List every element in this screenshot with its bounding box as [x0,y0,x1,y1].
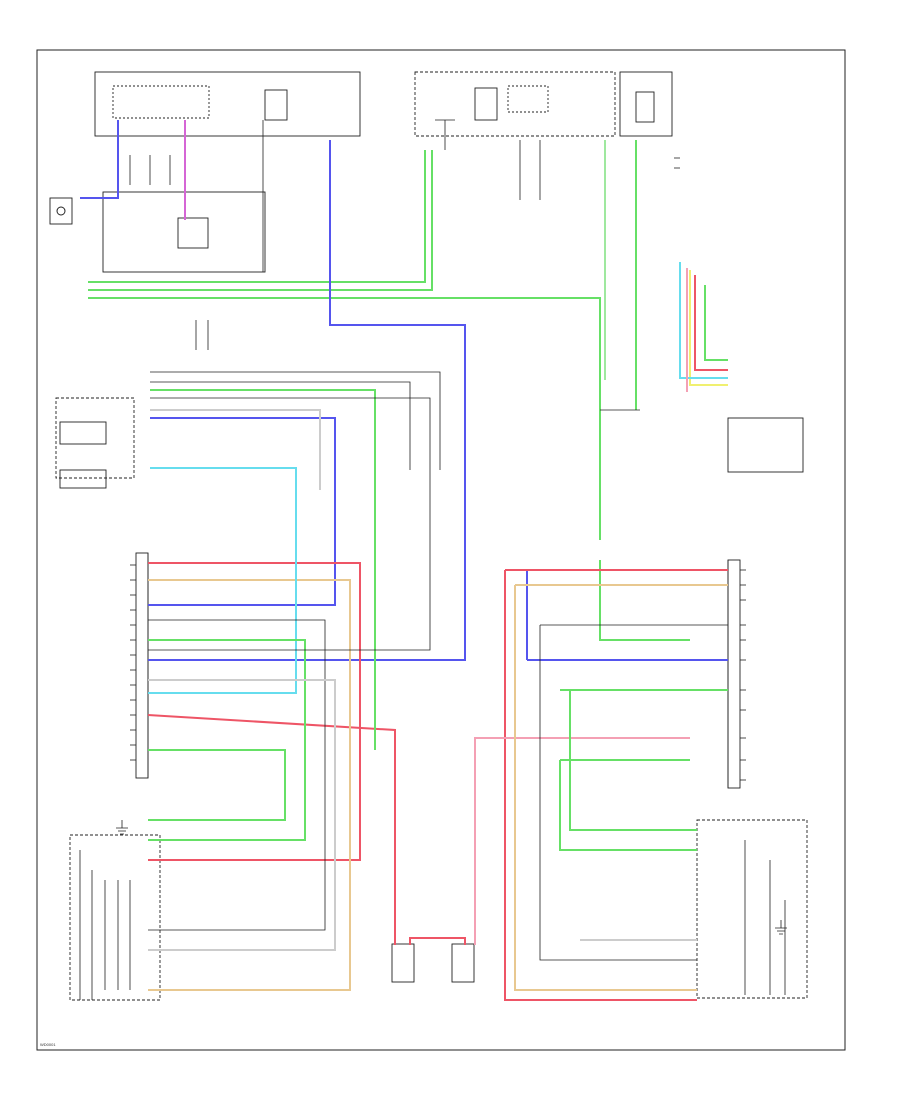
door-lock-switch [49,197,73,225]
master-switch-box [55,397,135,489]
fuse-block-top-right [619,71,673,137]
left-motor-assembly [69,834,161,1001]
wire-gray [148,409,697,951]
wire-cyan [148,262,728,694]
wire-green-left [148,140,728,851]
junction-block-top-middle [414,71,616,137]
ground-symbol-right [775,920,787,935]
wire-right-harness [686,268,728,392]
diagram-border [36,49,846,1051]
bottom-connector-right [451,943,475,983]
wire-green-trunk [88,140,690,641]
power-window-switch-right [727,417,804,473]
legend-notes [674,157,680,169]
bottom-connector-left [391,943,415,983]
right-regulator-module [727,559,741,789]
pin-ticks-left-module [130,564,136,761]
ground-symbol-left [116,820,128,835]
figure-id: WD0001 [40,1042,56,1047]
pin-ticks-right-module [740,569,746,781]
left-regulator-module [135,552,149,779]
wire-black [129,119,728,961]
junction-block-top-left [94,71,361,137]
right-motor-assembly [696,819,808,999]
wire-red [147,562,728,1001]
wire-tan [148,270,728,991]
